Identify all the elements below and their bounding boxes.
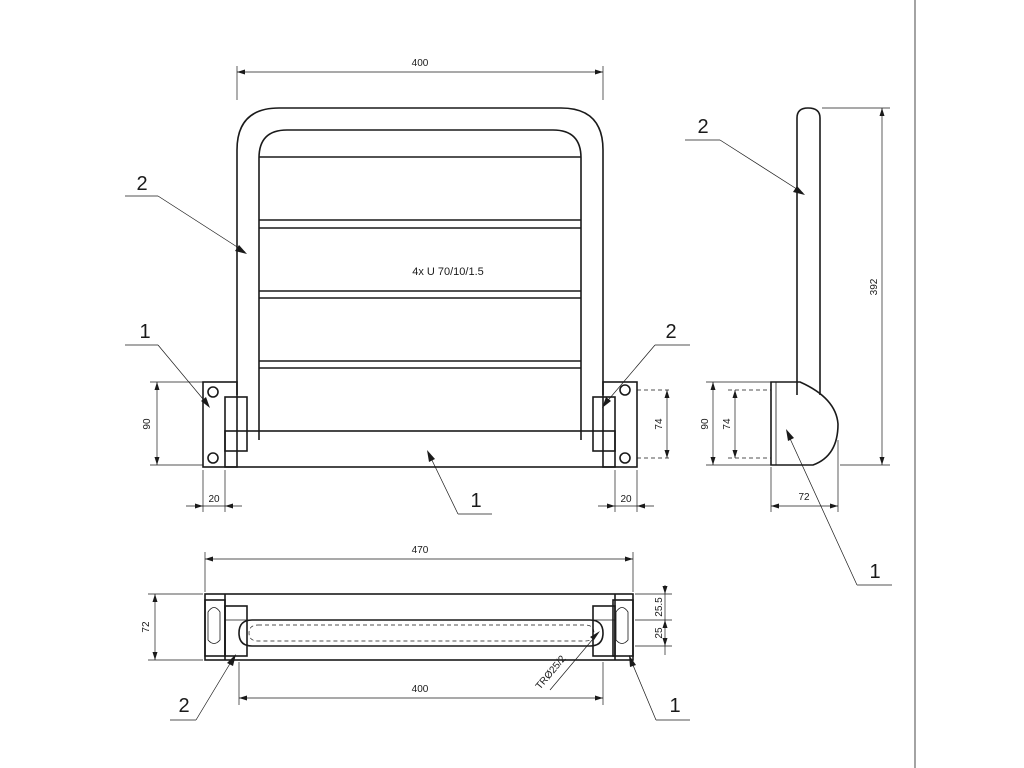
top-plate bbox=[204, 593, 634, 661]
dim-side-bracket-height: 90 bbox=[700, 418, 711, 430]
left-hinge-block bbox=[224, 396, 248, 452]
dim-left-bracket: 20 bbox=[208, 494, 220, 505]
dimension-arrows bbox=[195, 503, 233, 509]
top-view: 470 72 25.5 25 400 TRØ25/2 2 1 bbox=[141, 545, 690, 721]
leader-line bbox=[549, 632, 599, 691]
leader-arrow bbox=[602, 397, 611, 408]
leader-arrow bbox=[793, 186, 805, 195]
part-label-2: 2 bbox=[697, 116, 708, 138]
bolt-hole bbox=[619, 384, 631, 396]
top-tube-hidden bbox=[248, 624, 595, 642]
dim-top-total-width: 470 bbox=[412, 545, 429, 556]
right-end-slot bbox=[615, 607, 629, 644]
dimension-arrows bbox=[664, 390, 670, 458]
dim-side-hole-spacing: 74 bbox=[722, 418, 733, 430]
bottom-bar bbox=[224, 430, 616, 468]
front-view: 4x U 70/10/1.5 400 90 74 20 20 bbox=[125, 58, 690, 515]
dim-top-offset-2: 25 bbox=[654, 627, 665, 639]
part-label-2: 2 bbox=[665, 321, 676, 343]
leader-line bbox=[195, 656, 235, 721]
dim-right-bracket: 20 bbox=[620, 494, 632, 505]
top-tube bbox=[238, 619, 604, 647]
right-hinge-block bbox=[592, 396, 616, 452]
right-wall-bracket bbox=[602, 381, 638, 468]
leader-line bbox=[427, 451, 459, 515]
bolt-hole bbox=[207, 386, 219, 398]
dimension-arrows bbox=[607, 503, 645, 509]
bolt-hole bbox=[619, 452, 631, 464]
dim-front-width: 400 bbox=[412, 58, 429, 69]
leader-arrow bbox=[590, 631, 600, 640]
right-hinge-top bbox=[592, 605, 616, 657]
dim-top-offset-1: 25.5 bbox=[654, 597, 665, 617]
dim-side-height: 392 bbox=[869, 278, 880, 295]
dim-front-height: 90 bbox=[142, 418, 153, 430]
left-wall-bracket bbox=[202, 381, 238, 468]
dimension-arrows bbox=[771, 503, 838, 509]
dimension-arrows bbox=[152, 594, 158, 660]
slat-note: 4x U 70/10/1.5 bbox=[412, 266, 484, 278]
side-tube bbox=[796, 107, 821, 395]
leader-line bbox=[629, 657, 657, 721]
part-label-2: 2 bbox=[136, 173, 147, 195]
dim-top-bar-width: 400 bbox=[412, 684, 429, 695]
frame-tube-inner bbox=[258, 129, 582, 440]
leader-arrow bbox=[427, 450, 435, 462]
side-bracket-profile bbox=[770, 381, 839, 466]
leader-line bbox=[157, 344, 209, 406]
leader-arrow bbox=[235, 245, 247, 254]
leader-arrow bbox=[227, 654, 236, 666]
bolt-hole bbox=[207, 452, 219, 464]
leader-line bbox=[157, 195, 246, 253]
part-label-1: 1 bbox=[470, 490, 481, 512]
leader-arrow bbox=[629, 655, 636, 667]
leader-arrow bbox=[786, 429, 794, 441]
frame-tube-outer bbox=[236, 107, 604, 395]
leader-arrow bbox=[201, 397, 210, 408]
side-view: 392 90 74 72 2 1 bbox=[685, 107, 892, 586]
leader-line bbox=[603, 344, 656, 406]
dim-top-depth: 72 bbox=[141, 621, 152, 633]
dim-hole-spacing: 74 bbox=[654, 418, 665, 430]
part-label-1: 1 bbox=[139, 321, 150, 343]
dimension-arrows bbox=[732, 390, 738, 458]
left-hinge-top bbox=[224, 605, 248, 657]
right-end-block bbox=[612, 599, 634, 657]
left-end-slot bbox=[207, 607, 221, 644]
part-label-1: 1 bbox=[869, 561, 880, 583]
leader-line bbox=[786, 431, 858, 586]
leader-line bbox=[719, 139, 804, 194]
part-label-1: 1 bbox=[669, 695, 680, 717]
dim-side-depth: 72 bbox=[798, 492, 810, 503]
part-label-2: 2 bbox=[178, 695, 189, 717]
